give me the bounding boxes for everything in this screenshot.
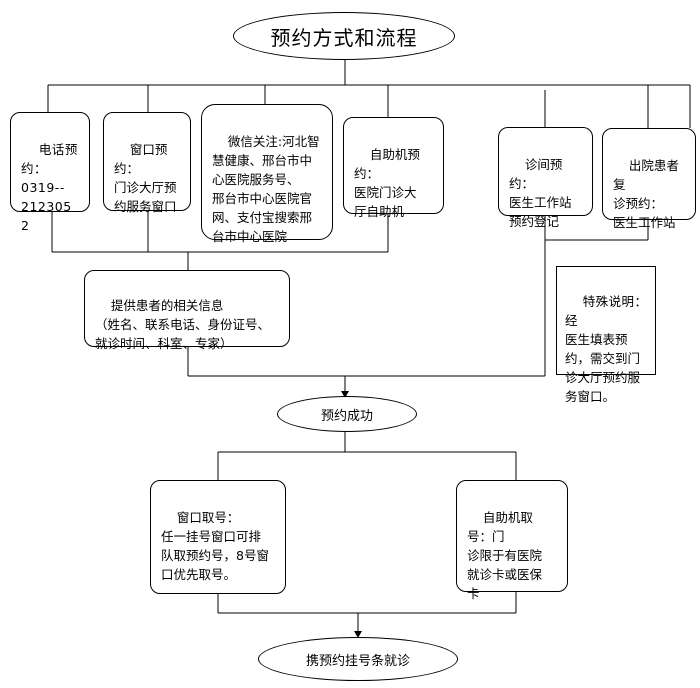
method-phone: 电话预约： 0319-- 2123052 [10,112,90,233]
special-note-box: 特殊说明：经 医生填表预 约，需交到门 诊大厅预约服 务窗口。 [556,266,656,404]
method-wechat: 微信关注:河北智 慧健康、邢台市中 心医院服务号、 邢台市中心医院官 网、支付宝… [201,104,333,244]
method-kiosk: 自助机预约： 医院门诊大 厅自助机 [343,117,444,219]
page-title: 预约方式和流程 [270,25,418,50]
final-ellipse: 携预约挂号条就诊 [258,637,458,681]
method-discharge-text: 出院患者复 诊预约： 医生工作站 [613,158,679,230]
title-ellipse: 预约方式和流程 [233,12,455,60]
method-clinic: 诊间预约： 医生工作站 预约登记 [498,127,593,229]
success-text: 预约成功 [320,408,373,424]
final-text: 携预约挂号条就诊 [305,653,410,669]
pickup-kiosk: 自助机取号：门 诊限于有医院 就诊卡或医保 卡 [456,480,568,601]
method-discharge: 出院患者复 诊预约： 医生工作站 [602,128,696,230]
pickup-kiosk-text: 自助机取号：门 诊限于有医院 就诊卡或医保 卡 [467,510,543,601]
arrowhead [341,391,349,398]
special-note-text: 特殊说明：经 医生填表预 约，需交到门 诊大厅预约服 务窗口。 [565,294,647,404]
pickup-window: 窗口取号： 任一挂号窗口可排 队取预约号，8号窗 口优先取号。 [150,480,286,594]
method-kiosk-text: 自助机预约： 医院门诊大 厅自助机 [354,147,420,219]
patient-info-text: 提供患者的相关信息 （姓名、联系电话、身份证号、 就诊时间、科室、专家） [95,298,271,351]
method-window: 窗口预约： 门诊大厅预 约服务窗口 [103,112,191,214]
success-ellipse: 预约成功 [277,396,417,432]
method-clinic-text: 诊间预约： 医生工作站 预约登记 [509,157,572,229]
method-window-text: 窗口预约： 门诊大厅预 约服务窗口 [114,142,177,214]
method-wechat-text: 微信关注:河北智 慧健康、邢台市中 心医院服务号、 邢台市中心医院官 网、支付宝… [212,134,320,244]
method-phone-text: 电话预约： 0319-- 2123052 [21,142,78,233]
pickup-window-text: 窗口取号： 任一挂号窗口可排 队取预约号，8号窗 口优先取号。 [161,510,269,582]
arrowhead [354,631,362,638]
patient-info-box: 提供患者的相关信息 （姓名、联系电话、身份证号、 就诊时间、科室、专家） [84,270,290,351]
